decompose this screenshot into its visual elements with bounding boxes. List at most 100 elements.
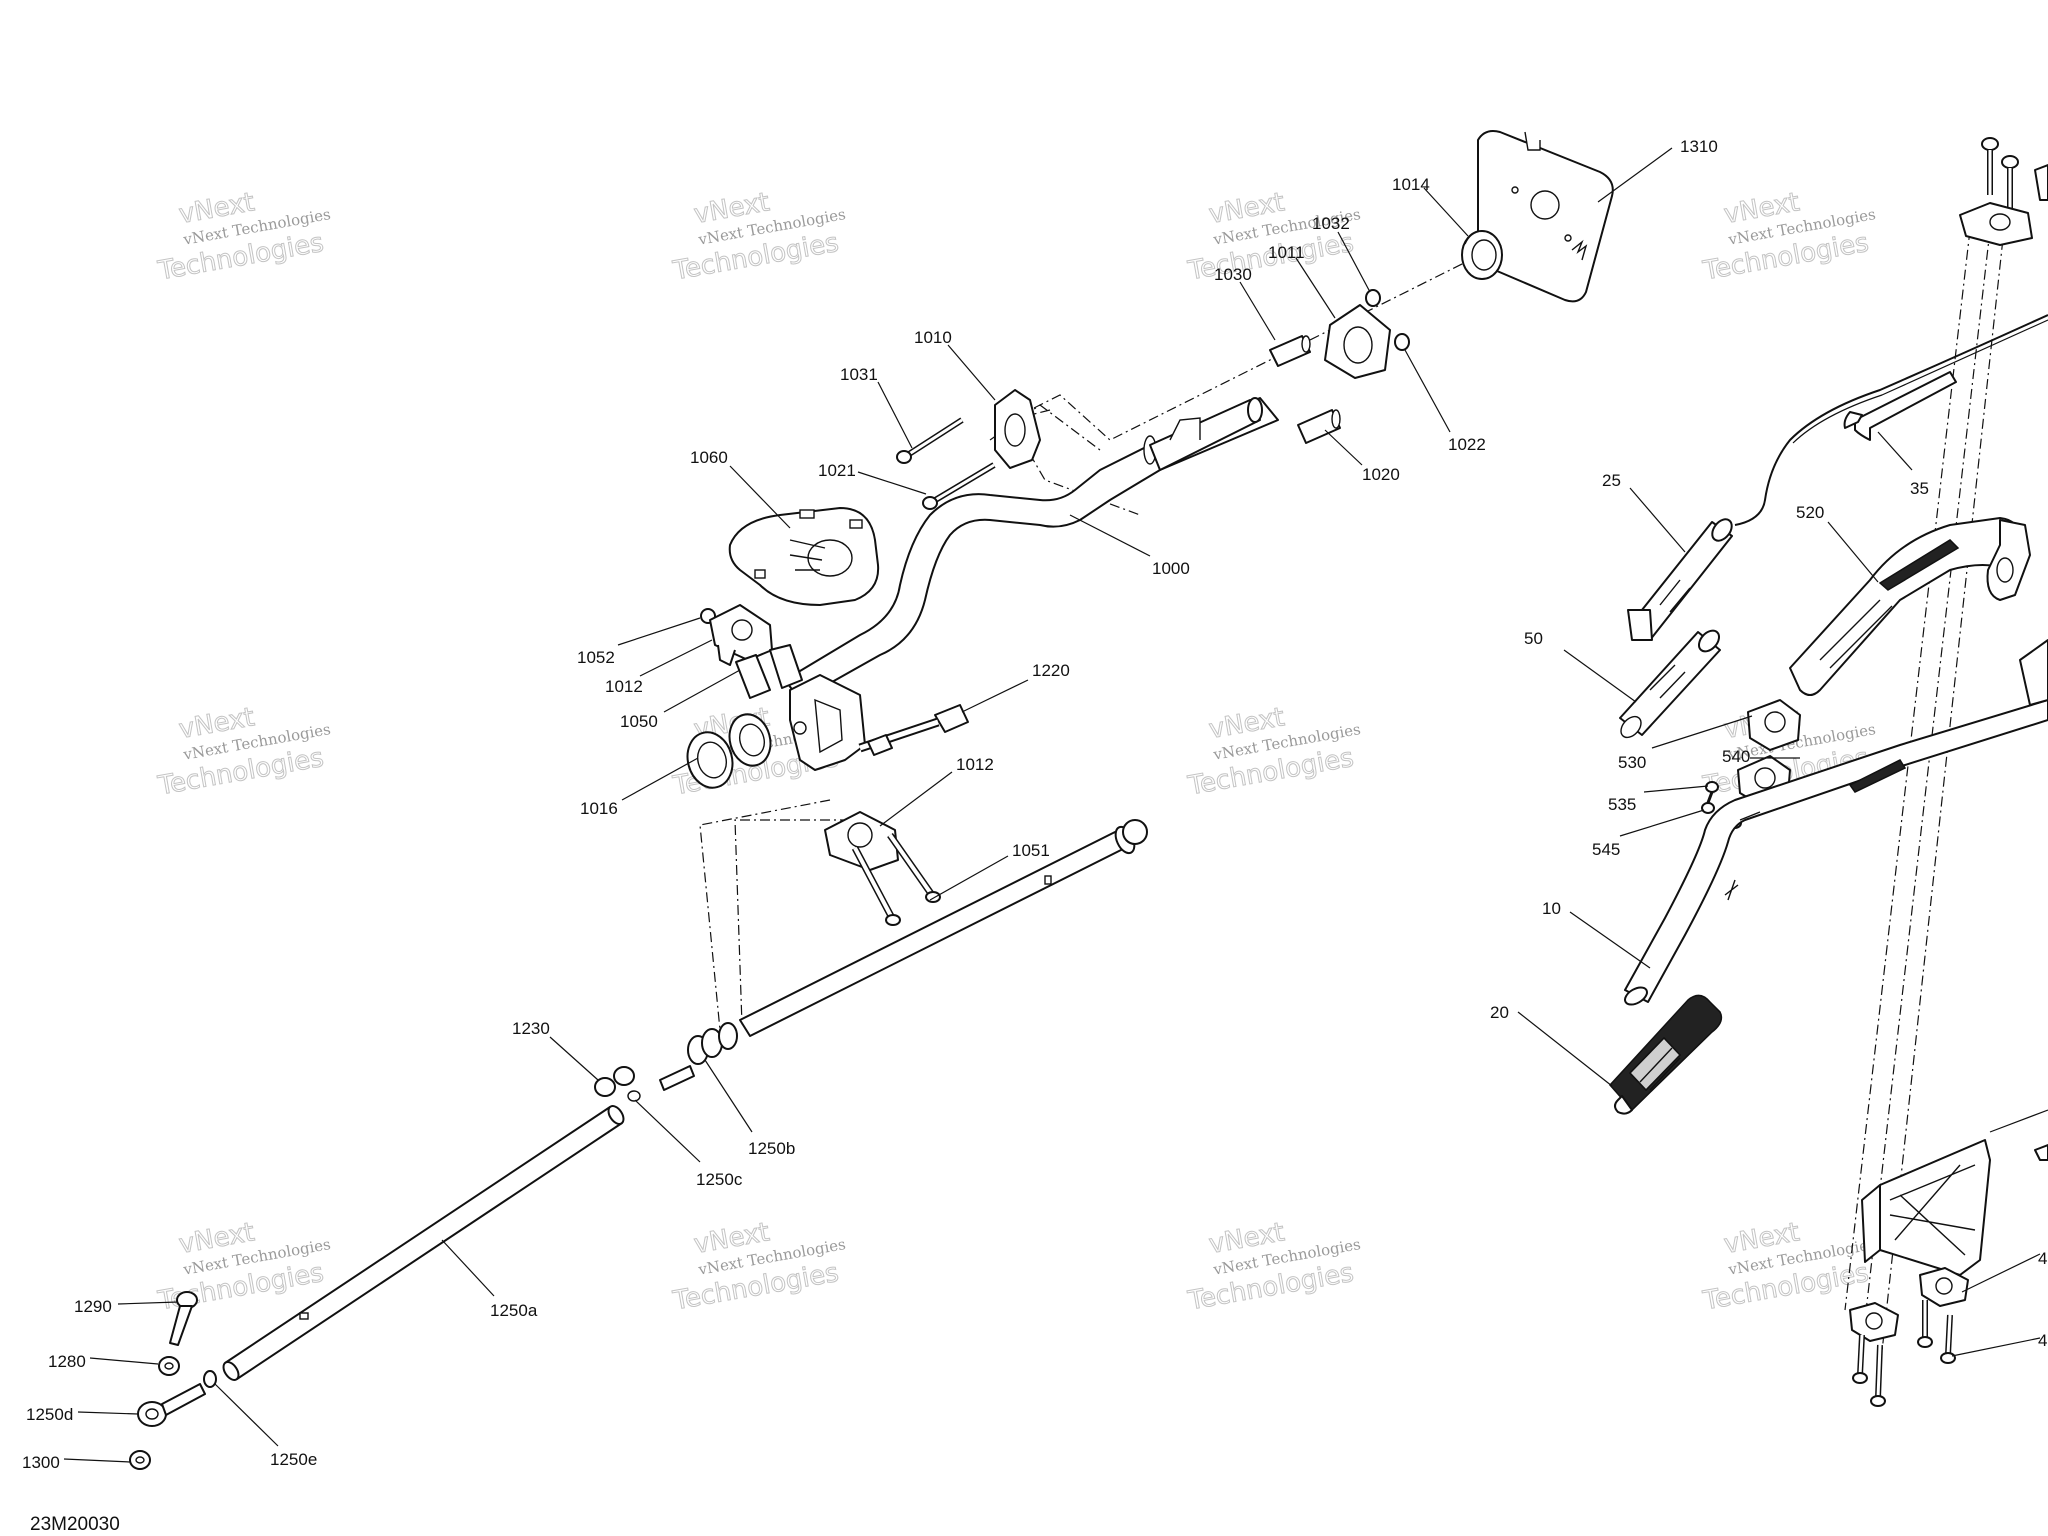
- leader-line: [1423, 187, 1469, 237]
- leader-line: [1619, 809, 1705, 837]
- leader-line: [1324, 429, 1363, 466]
- cover-1060: [728, 507, 880, 606]
- leader-line: [1951, 1337, 2041, 1357]
- nut-1022: [1394, 333, 1410, 351]
- tie-rod-upper: [739, 819, 1148, 1037]
- sleeve-50: [1619, 629, 1721, 739]
- leader-line: [877, 381, 913, 449]
- callout-1030: 1030: [1214, 265, 1252, 284]
- leader-line: [1517, 1011, 1613, 1087]
- bolt-1290: [169, 1291, 198, 1346]
- leader-line: [929, 855, 1009, 901]
- callout-1012: 1012: [605, 677, 643, 696]
- leader-line: [1827, 521, 1879, 583]
- leader-line: [1629, 487, 1686, 553]
- bolt-1051: [851, 832, 941, 926]
- throttle-sleeve-25: [1627, 518, 1733, 641]
- leader-line: [617, 617, 701, 646]
- rod-end-1250d: [137, 1383, 206, 1427]
- callout-1050: 1050: [620, 712, 658, 731]
- leader-line: [879, 771, 953, 827]
- callout-1032: 1032: [1312, 214, 1350, 233]
- leader-line: [1989, 1109, 2048, 1133]
- watermark: vNext vNext Technologies Technologies: [670, 1217, 847, 1317]
- watermarks: vNext vNext Technologies Technologies vN…: [155, 187, 1877, 1317]
- callout-1280: 1280: [48, 1352, 86, 1371]
- sleeve-1030: [1269, 335, 1311, 367]
- callout-535: 535: [1608, 795, 1636, 814]
- clamp-1012-lower: [824, 811, 899, 871]
- callout-4: 4: [2038, 1249, 2047, 1268]
- leader-line: [117, 1301, 179, 1305]
- bushing-1014: [1461, 230, 1503, 280]
- callout-1022: 1022: [1448, 435, 1486, 454]
- grip-20: [1608, 994, 1723, 1115]
- plate-1310: [1476, 130, 1614, 303]
- leader-line: [89, 1357, 159, 1365]
- leader-line: [1239, 281, 1276, 341]
- leader-line: [857, 471, 927, 495]
- nut-1230: [594, 1066, 641, 1102]
- watermark: vNext vNext Technologies Technologies: [155, 1217, 332, 1317]
- watermark: vNext vNext Technologies Technologies: [1700, 1217, 1877, 1317]
- leader-line: [1877, 431, 1913, 471]
- assembly-line: [1844, 229, 1971, 1311]
- top-bolts: [1959, 137, 2048, 246]
- callout-530: 530: [1618, 753, 1646, 772]
- clamp-1010: [994, 389, 1041, 469]
- assembly-line: [1864, 229, 1991, 1321]
- tie-rod-tube-1250a: [222, 1105, 625, 1381]
- callout-20: 20: [1490, 1003, 1509, 1022]
- leader-line: [549, 1036, 599, 1081]
- nut-1300: [129, 1450, 151, 1470]
- watermark: vNext vNext Technologies Technologies: [155, 702, 332, 802]
- handlebar-10: [1624, 639, 2048, 1006]
- callout-520: 520: [1796, 503, 1824, 522]
- callout-1290: 1290: [74, 1297, 112, 1316]
- callout-1051: 1051: [1012, 841, 1050, 860]
- leader-line: [1569, 911, 1651, 969]
- callout-1220: 1220: [1032, 661, 1070, 680]
- bolt-1220: [858, 704, 969, 756]
- jam-nut-1250b: [687, 1022, 738, 1065]
- ring-1016: [686, 713, 772, 789]
- callout-35: 35: [1910, 479, 1929, 498]
- callout-1250b: 1250b: [748, 1139, 795, 1158]
- clamp-1011: [1324, 304, 1391, 379]
- right-assembly: [1608, 137, 2048, 1407]
- callout-1250a: 1250a: [490, 1301, 538, 1320]
- bolt-1031: [896, 417, 964, 464]
- leader-line: [63, 1458, 131, 1463]
- column-bracket: [789, 674, 866, 771]
- leader-line: [947, 344, 996, 401]
- callout-1250e: 1250e: [270, 1450, 317, 1469]
- leader-line: [441, 1239, 495, 1297]
- callout-1016: 1016: [580, 799, 618, 818]
- leader-line: [961, 679, 1029, 713]
- left-assembly: [129, 130, 1614, 1470]
- riser-block: [1861, 1139, 2048, 1276]
- clamp-530: [1747, 699, 1801, 751]
- leader-line: [663, 669, 741, 713]
- callout-labels: 1310 1014 1032 1011 1030 1010 1031 1022 …: [22, 137, 2047, 1472]
- lower-riser-clamps: [1849, 1267, 1969, 1407]
- leader-line: [1295, 257, 1336, 319]
- leader-line: [77, 1411, 139, 1415]
- leader-line: [1404, 349, 1451, 433]
- callout-1060: 1060: [690, 448, 728, 467]
- callout-1250c: 1250c: [696, 1170, 743, 1189]
- washer-1280: [158, 1356, 180, 1376]
- assembly-line: [699, 799, 831, 1031]
- callout-1310: 1310: [1680, 137, 1718, 156]
- sleeve-1020: [1297, 409, 1341, 444]
- leader-line: [214, 1383, 279, 1447]
- nut-1032: [1365, 289, 1381, 307]
- callout-1021: 1021: [818, 461, 856, 480]
- tie-rod-sleeve: [659, 1065, 695, 1091]
- assembly-line: [734, 819, 870, 1026]
- callout-50: 50: [1524, 629, 1543, 648]
- callout-1010: 1010: [914, 328, 952, 347]
- lever-35: [1843, 371, 1957, 441]
- leader-line: [1597, 147, 1673, 203]
